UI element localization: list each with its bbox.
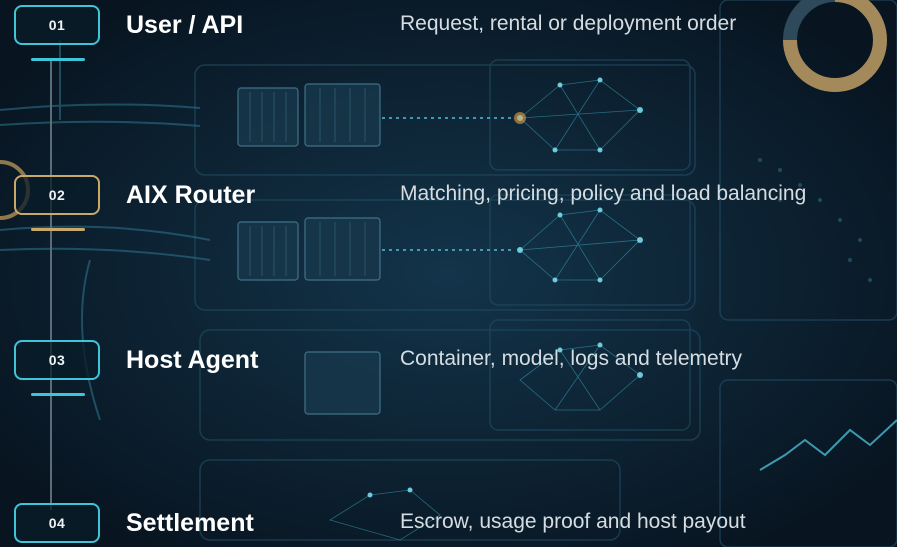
- step-description: Escrow, usage proof and host payout: [400, 510, 746, 533]
- step-underline: [31, 228, 85, 231]
- step-user-api: 01 User / API Request, rental or deploym…: [0, 5, 897, 61]
- step-description: Request, rental or deployment order: [400, 12, 737, 35]
- step-underline: [31, 58, 85, 61]
- step-description: Matching, pricing, policy and load balan…: [400, 182, 807, 205]
- step-number-badge: 01: [14, 5, 100, 45]
- step-host-agent: 03 Host Agent Container, model, logs and…: [0, 340, 897, 396]
- step-title: AIX Router: [126, 181, 256, 209]
- step-settlement: 04 Settlement Escrow, usage proof and ho…: [0, 503, 897, 543]
- step-aix-router: 02 AIX Router Matching, pricing, policy …: [0, 175, 897, 231]
- timeline-connector: [50, 60, 52, 510]
- step-description: Container, model, logs and telemetry: [400, 347, 743, 370]
- step-number-badge: 04: [14, 503, 100, 543]
- step-number-badge: 03: [14, 340, 100, 380]
- step-underline: [31, 393, 85, 396]
- step-title: Host Agent: [126, 346, 259, 374]
- step-title: User / API: [126, 11, 244, 39]
- step-number-badge: 02: [14, 175, 100, 215]
- step-title: Settlement: [126, 509, 254, 537]
